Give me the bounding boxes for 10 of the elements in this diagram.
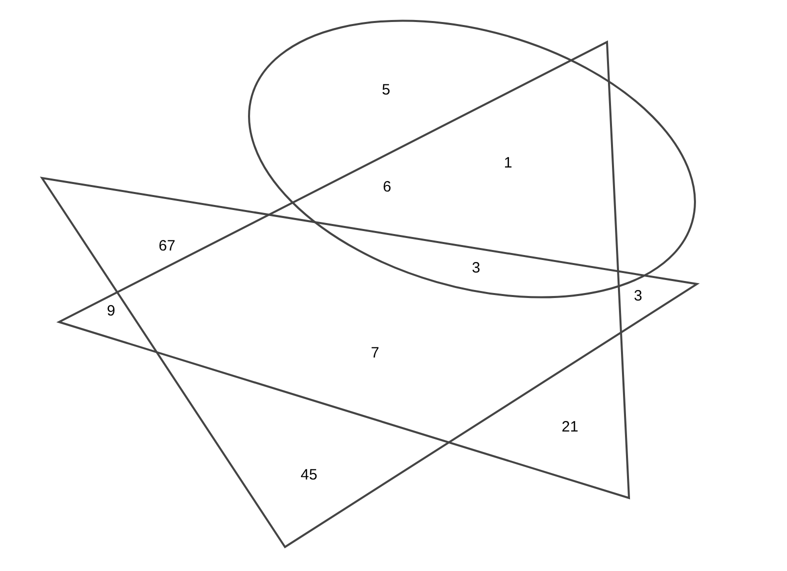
region-count: 1	[504, 154, 512, 172]
region-count: 9	[106, 302, 116, 320]
region-count: 3	[634, 288, 642, 304]
region-count: 67	[158, 238, 176, 254]
region-count: 21	[562, 418, 578, 436]
region-count: 45	[300, 466, 318, 484]
region-count: 7	[370, 344, 380, 362]
region-count: 6	[382, 178, 392, 196]
region-count: 3	[472, 260, 480, 276]
region-count: 5	[382, 82, 390, 98]
